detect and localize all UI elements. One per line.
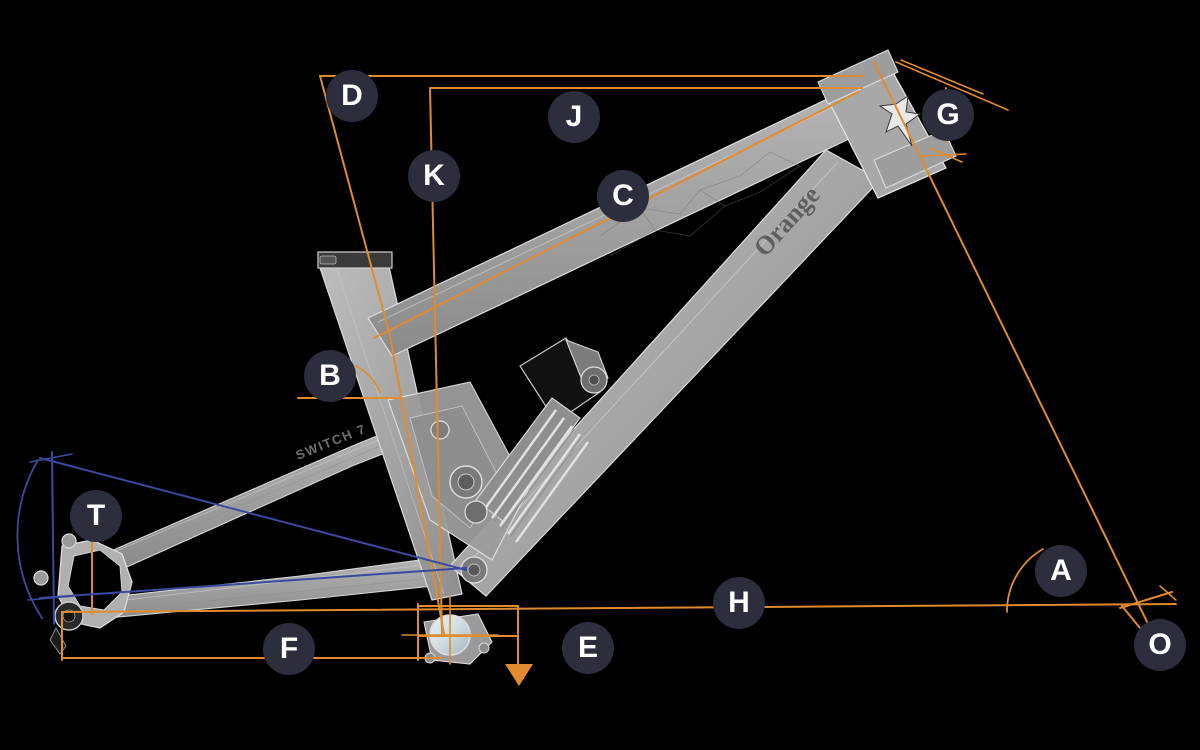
dim-line-d-slope: [319, 75, 391, 337]
dim-line-t-tick-bottom: [27, 595, 75, 601]
dimension-label-t[interactable]: T: [70, 490, 122, 542]
dim-line-o-tick: [1159, 585, 1177, 601]
dimension-label-g[interactable]: G: [922, 89, 974, 141]
label-text-h: H: [728, 586, 750, 619]
dropout-pivot-lower: [33, 570, 49, 586]
rocker-pivot-upper: [430, 420, 450, 440]
label-text-f: F: [279, 632, 299, 665]
down-tube-highlight: [465, 161, 839, 567]
label-text-t: T: [86, 499, 106, 532]
dim-line-t-lower: [39, 567, 467, 599]
bb-bolt-right: [478, 642, 490, 654]
label-text-d: D: [341, 79, 363, 112]
dim-arc-a: [1006, 548, 1044, 613]
dimension-label-o[interactable]: O: [1134, 619, 1186, 671]
dim-arc-b: [355, 365, 381, 393]
dim-line-g-upper: [900, 59, 984, 95]
label-text-c: C: [612, 179, 634, 212]
label-text-j: J: [565, 100, 583, 133]
dimension-label-e[interactable]: E: [562, 622, 614, 674]
dimension-label-a[interactable]: A: [1035, 545, 1087, 597]
rocker-pivot-main-center: [457, 473, 475, 491]
dim-line-t-upper: [39, 457, 467, 571]
seat-stay-shade: [107, 423, 433, 563]
rocker-pivot-lower-center: [467, 563, 481, 577]
dim-line-o-leader: [1121, 605, 1141, 629]
dim-arrow-e-head: [505, 664, 533, 686]
label-text-k: K: [423, 159, 445, 192]
dimension-label-d[interactable]: D: [326, 70, 378, 122]
dim-line-g-lower: [919, 153, 967, 157]
shock-coil-spring: [483, 409, 589, 543]
dim-line-g-extent: [895, 61, 1009, 111]
seat-stay-highlight: [99, 417, 431, 559]
blue-angle-lines: [16, 451, 467, 625]
dim-line-h-wheelbase: [61, 603, 1177, 613]
chain-stay-highlight: [91, 561, 451, 605]
dimension-label-b[interactable]: B: [304, 350, 356, 402]
shock-absorber: [464, 337, 609, 543]
dropout-pivot-upper: [61, 533, 77, 549]
frame-rear-triangle: SWITCH 7: [75, 413, 453, 621]
label-text-a: A: [1050, 554, 1072, 587]
label-text-o: O: [1148, 628, 1172, 661]
bird-emblem-icon: [878, 94, 922, 147]
chain-stay-shade: [91, 575, 451, 614]
dimension-label-h[interactable]: H: [713, 577, 765, 629]
dim-line-a-head-axis: [873, 61, 1151, 629]
orange-dimension-lines: [61, 59, 1177, 665]
label-text-g: G: [936, 98, 960, 131]
dimension-label-k[interactable]: K: [408, 150, 460, 202]
frame-seat-tube-assembly: [317, 251, 463, 601]
dim-line-o-offset: [1119, 591, 1173, 609]
dim-arc-t: [16, 459, 43, 619]
shock-upper-eyelet-center: [588, 374, 600, 386]
dimension-label-c[interactable]: C: [597, 170, 649, 222]
label-text-e: E: [577, 631, 598, 664]
dimension-label-j[interactable]: J: [548, 91, 600, 143]
dim-line-t-vertical: [51, 451, 55, 625]
dim-line-g-lower-tick: [929, 147, 963, 163]
label-text-b: B: [319, 359, 341, 392]
head-tube-bottom-cup: [873, 129, 957, 189]
dimension-label-f[interactable]: F: [263, 623, 315, 675]
seat-clamp-bolt: [319, 255, 337, 265]
shock-coil-shade: [485, 412, 583, 538]
dim-line-seat-tube-axis: [389, 335, 445, 635]
shock-lower-eyelet: [464, 500, 488, 524]
